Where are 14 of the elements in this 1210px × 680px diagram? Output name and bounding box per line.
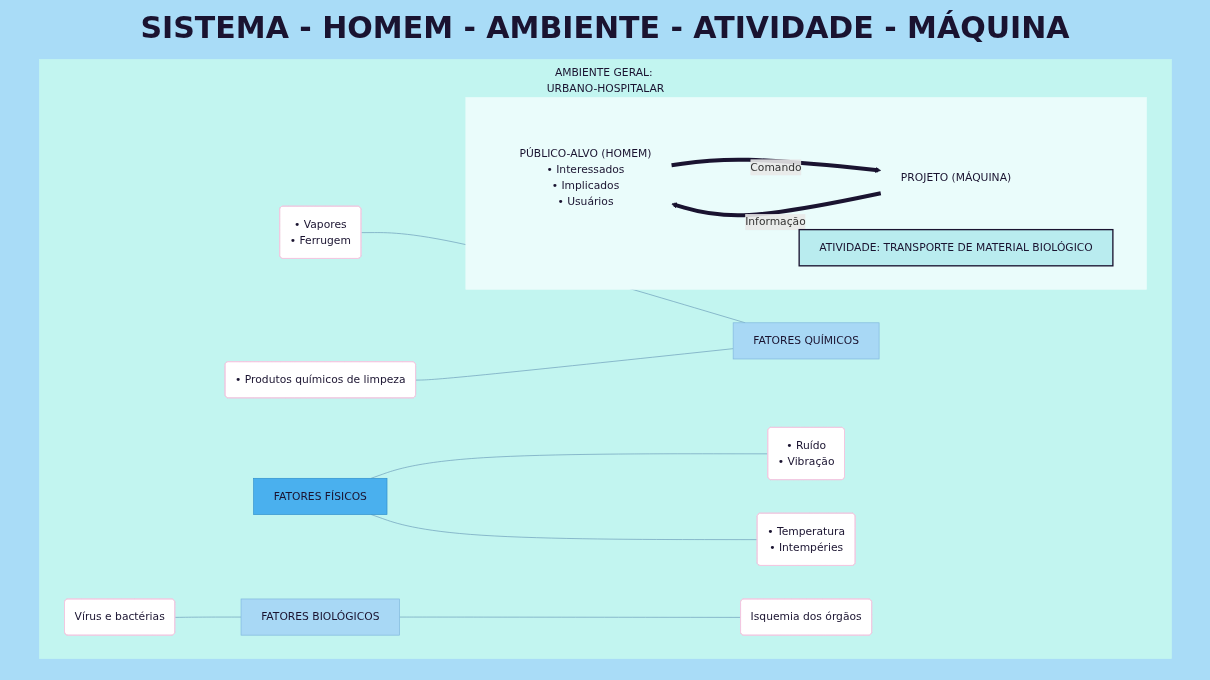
node-box: FATORES BIOLÓGICOS <box>240 598 400 635</box>
connector <box>415 347 734 380</box>
cluster <box>465 96 1147 290</box>
node-box: ATIVIDADE: TRANSPORTE DE MATERIAL BIOLÓGICO <box>798 228 1114 266</box>
arrow <box>670 190 881 217</box>
diagram-title: SISTEMA - HOMEM - AMBIENTE - ATIVIDADE - MÁQUINA <box>139 9 1071 47</box>
connector <box>398 616 741 618</box>
edge-label: Comando <box>749 160 802 173</box>
connector <box>174 616 241 618</box>
node-box: FATORES FÍSICOS <box>252 477 387 515</box>
node-box: FATORES QUÍMICOS <box>732 321 879 359</box>
node-text: PÚBLICO-ALVO (HOMEM) • Interessados • Implicados • Usuários <box>519 146 651 208</box>
node-text: PROJETO (MÁQUINA) <box>900 170 1011 184</box>
edge-label: Informação <box>744 214 806 228</box>
